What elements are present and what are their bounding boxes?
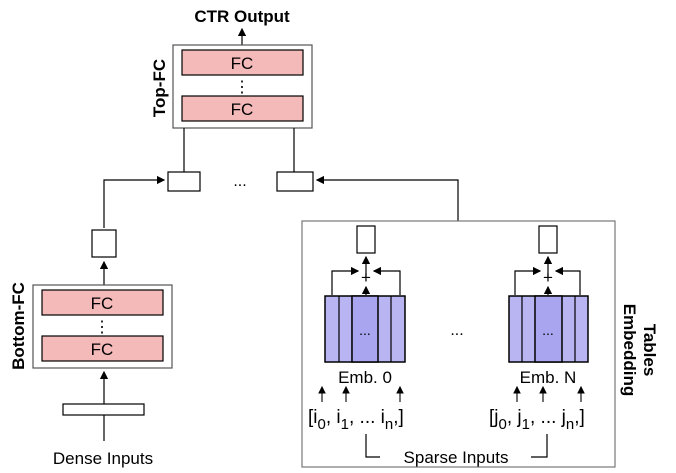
embedding-between-dots: ... <box>450 322 463 339</box>
bottom-fc-layer-2-label: FC <box>91 340 114 359</box>
emb-0-left-to-plus <box>331 266 360 295</box>
sparse-indices-right: [j0, j1, ... jn,] <box>489 407 585 433</box>
emb-0-right-to-plus <box>372 266 401 295</box>
emb-0-active-column <box>351 295 379 363</box>
emb-0-plus: + <box>361 268 371 287</box>
dense-inputs-label: Dense Inputs <box>53 449 153 468</box>
bottom-fc-group-label: Bottom-FC <box>9 282 28 370</box>
sparse-inputs-left-bracket <box>365 434 380 458</box>
interaction-box-right <box>276 171 314 192</box>
top-fc-layer-1-label: FC <box>231 54 254 73</box>
bottom-fc-frame <box>32 284 173 369</box>
bottom-fc-layer-2 <box>41 335 164 362</box>
embedding-to-interaction-arrow <box>315 175 459 221</box>
interaction-box-left <box>167 171 201 192</box>
bottom-fc-layer-1 <box>41 289 164 316</box>
embedding-frame <box>301 220 616 468</box>
emb-0-output-box <box>356 225 376 254</box>
emb-n-output-box <box>538 225 558 254</box>
sparse-inputs-label: Sparse Inputs <box>404 448 509 467</box>
embedding-group-label-line1: Embedding <box>620 304 639 397</box>
emb-n-active-column <box>534 295 563 363</box>
bottom-fc-layer-1-label: FC <box>91 294 114 313</box>
sparse-indices-left: [i0, i1, ... in,] <box>308 407 404 433</box>
embedding-group-label-line2: Tables <box>640 324 659 377</box>
dense-input-box <box>62 403 145 416</box>
top-fc-layer-1 <box>181 49 304 76</box>
emb-n-right-to-plus <box>554 266 581 295</box>
emb-n-label: Emb. N <box>520 368 577 387</box>
bottom-fc-output-box <box>91 229 117 258</box>
top-fc-dots: ⋮ <box>234 79 250 96</box>
interaction-dots: ... <box>233 173 246 190</box>
top-fc-layer-2 <box>181 95 304 122</box>
emb-0-inner-dots: ... <box>359 322 371 338</box>
top-fc-group-label: Top-FC <box>150 59 169 117</box>
ctr-output-label: CTR Output <box>194 7 290 26</box>
emb-n-inner-dots: ... <box>542 322 554 338</box>
emb-0-label: Emb. 0 <box>338 368 392 387</box>
top-fc-frame <box>172 44 313 129</box>
emb-n-plus: + <box>543 268 553 287</box>
bottom-to-interaction-arrow <box>103 175 166 228</box>
top-fc-layer-2-label: FC <box>231 100 254 119</box>
emb-n-left-to-plus <box>514 266 542 295</box>
bottom-fc-dots: ⋮ <box>94 319 110 336</box>
sparse-inputs-right-bracket <box>531 434 548 458</box>
